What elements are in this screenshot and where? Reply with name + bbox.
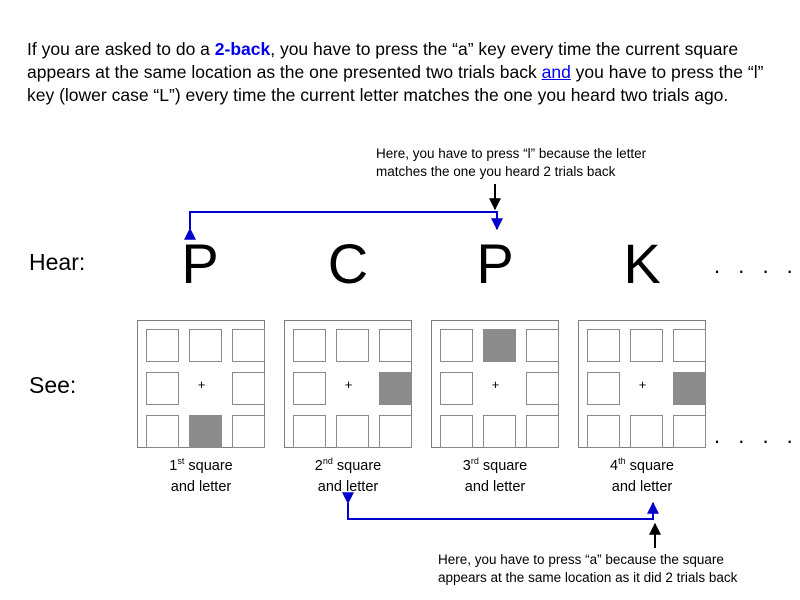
squares-ellipsis: . . . . [714, 423, 799, 448]
trial-1-caption-rest: square [184, 458, 233, 474]
instruction-part-2: , you have to press the “a” key every ti… [27, 39, 739, 82]
grid-square [146, 329, 179, 362]
see-label: See: [29, 372, 77, 398]
grid-square [587, 372, 620, 405]
trial-3-caption-line-2: and letter [464, 479, 526, 495]
trial-3-grid: + [431, 320, 559, 448]
trial-1-caption: 1st square and letter [137, 456, 265, 498]
trial-2-number: 2 [314, 458, 323, 474]
trial-4-number: 4 [610, 458, 619, 474]
trial-4-ordinal: th [618, 456, 626, 467]
grid-square [379, 329, 412, 362]
location-match-note-line-2: appears at the same location as it did 2… [438, 570, 738, 585]
trial-2-letter: C [327, 232, 369, 295]
location-match-bracket [342, 492, 659, 520]
grid-square [146, 415, 179, 448]
grid-square [440, 415, 473, 448]
letter-match-note-line-2: matches the one you heard 2 trials back [376, 164, 616, 179]
grid-square [526, 415, 559, 448]
grid-square [336, 329, 369, 362]
grid-square [293, 329, 326, 362]
trial-3-ordinal: rd [470, 456, 479, 467]
trial-4-caption-rest: square [625, 458, 674, 474]
grid-square [630, 415, 663, 448]
trial-2-caption-rest: square [332, 458, 382, 474]
grid-square [232, 372, 265, 405]
letter-match-note: Here, you have to press “l” because the … [376, 145, 646, 181]
instruction-part-3: you have to press the “l” key (lower cas… [27, 62, 764, 105]
grid-square [526, 329, 559, 362]
trial-1-grid: + [137, 320, 265, 448]
grid-square [526, 372, 559, 405]
trial-4-caption: 4th square and letter [578, 456, 706, 498]
highlighted-square [189, 415, 222, 448]
trial-2-caption-line-2: and letter [317, 479, 379, 495]
grid-square [587, 329, 620, 362]
trial-1-caption-line-2: and letter [170, 479, 232, 495]
fixation-cross: + [491, 377, 500, 392]
letter-match-bracket [184, 211, 503, 240]
grid-square [440, 372, 473, 405]
grid-square [379, 415, 412, 448]
trial-1-letter: P [181, 232, 219, 295]
trial-4-grid: + [578, 320, 706, 448]
instruction-text: If you are asked to do a 2-back, you hav… [27, 38, 787, 107]
location-match-note: Here, you have to press “a” because the … [438, 551, 737, 587]
highlighted-square [483, 329, 516, 362]
letters-ellipsis: . . . . [714, 253, 799, 278]
trial-4-letter: K [623, 232, 661, 295]
trial-2-caption: 2nd square and letter [284, 456, 412, 498]
trial-3-caption: 3rd square and letter [431, 456, 559, 498]
grid-square [146, 372, 179, 405]
grid-square [630, 329, 663, 362]
grid-square [293, 372, 326, 405]
grid-square [189, 329, 222, 362]
trial-3-caption-rest: square [478, 458, 528, 474]
trial-2-ordinal: nd [322, 456, 333, 467]
trial-4-caption-line-2: and letter [611, 479, 673, 495]
trial-3-letter: P [476, 232, 514, 295]
grid-square [587, 415, 620, 448]
fixation-cross: + [197, 377, 206, 392]
grid-square [673, 415, 706, 448]
instruction-part-1: If you are asked to do a [27, 39, 215, 59]
trial-2-grid: + [284, 320, 412, 448]
and-link[interactable]: and [541, 62, 571, 82]
hear-label: Hear: [29, 249, 86, 275]
grid-square [232, 415, 265, 448]
grid-square [232, 329, 265, 362]
location-match-note-line-1: Here, you have to press “a” because the … [438, 552, 724, 567]
highlighted-square [379, 372, 412, 405]
task-name: 2-back [214, 39, 271, 59]
trial-1-number: 1 [169, 458, 178, 474]
letter-match-note-line-1: Here, you have to press “l” because the … [376, 146, 647, 161]
grid-square [673, 329, 706, 362]
grid-square [336, 415, 369, 448]
fixation-cross: + [344, 377, 353, 392]
trial-1-ordinal: st [177, 456, 185, 467]
highlighted-square [673, 372, 706, 405]
fixation-cross: + [638, 377, 647, 392]
grid-square [293, 415, 326, 448]
trial-3-number: 3 [462, 458, 471, 474]
grid-square [483, 415, 516, 448]
grid-square [440, 329, 473, 362]
